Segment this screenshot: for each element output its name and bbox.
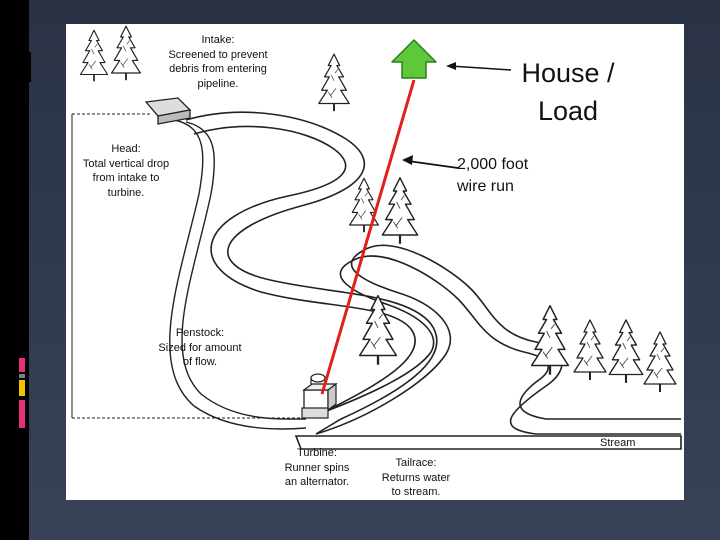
turbine-label: Turbine: Runner spins an alternator. — [284, 447, 350, 488]
intake-label: Intake: Screened to prevent debris from … — [168, 34, 268, 90]
slide-accent-pink-2 — [19, 400, 25, 428]
diagram-canvas: Intake: Screened to prevent debris from … — [66, 24, 684, 500]
stream-label: Stream — [600, 437, 636, 449]
head-label: Head: Total vertical drop from intake to… — [82, 143, 170, 199]
intake-box — [144, 97, 192, 125]
pointer-arrow-wire — [402, 155, 459, 169]
wire-line — [320, 79, 416, 395]
slide-accent-square — [19, 52, 31, 82]
left-black-bar — [0, 0, 29, 540]
slide-accent-gray — [19, 374, 25, 378]
penstock-pipe — [169, 119, 307, 430]
slide-accent-yellow — [19, 380, 25, 396]
slide-accent-pink-1 — [19, 358, 25, 372]
tailrace-label: Tailrace: Returns water to stream. — [381, 457, 451, 498]
stream-river — [185, 111, 682, 450]
pointer-arrow-house — [446, 62, 512, 71]
hydro-diagram — [71, 25, 682, 450]
penstock-label: Penstock: Sized for amount of flow. — [158, 327, 242, 368]
house-arrow-icon — [391, 39, 437, 79]
house-load-label: House / Load — [521, 58, 615, 126]
head-dimension — [71, 113, 302, 419]
turbine-icon — [301, 373, 338, 419]
wire-run-label: 2,000 foot wire run — [457, 156, 529, 195]
